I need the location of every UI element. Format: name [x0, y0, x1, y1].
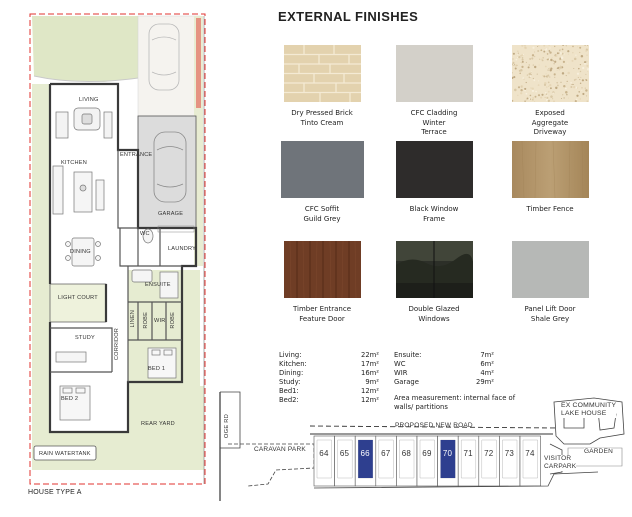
- finishes-title: EXTERNAL FINISHES: [278, 9, 419, 24]
- label-side-road: OGE RD: [224, 414, 230, 439]
- finish-entrance-door: Timber Entrance Feature Door: [267, 240, 377, 324]
- lot-number-label: 72: [484, 449, 494, 458]
- label-community-lake-house: EX COMMUNITY LAKE HOUSE: [561, 402, 617, 418]
- room-label-corridor: CORRIDOR: [114, 328, 120, 361]
- room-label-linen: LINEN: [130, 310, 136, 328]
- area-row: Kitchen:17m²: [279, 360, 379, 368]
- finish-name: Timber Entrance Feature Door: [292, 305, 352, 323]
- label-rain-watertank: RAIN WATERTANK: [39, 451, 91, 457]
- label-visitor-carpark: VISITOR CARPARK: [544, 455, 577, 471]
- finish-name: CFC Cladding Winter Terrace: [410, 109, 458, 136]
- lot-number-label: 64: [319, 449, 329, 458]
- area-row: Ensuite:7m²: [394, 351, 494, 359]
- lot-number-label: 68: [401, 449, 411, 458]
- finish-name: Double Glazed Windows: [408, 305, 460, 323]
- site-map-drawing: [219, 391, 625, 501]
- room-label-study: STUDY: [75, 335, 95, 341]
- finish-timber-fence: Timber Fence: [495, 140, 605, 215]
- living-furniture: [55, 107, 113, 139]
- room-label-robe-2: ROBE: [170, 312, 176, 329]
- room-label-kitchen: KITCHEN: [61, 160, 87, 166]
- driveway: [137, 15, 201, 117]
- swatch-entrance-door: [283, 240, 361, 299]
- beds: [59, 347, 177, 421]
- room-label-ensuite: ENSUITE: [145, 282, 171, 288]
- lot-number-label: 74: [525, 449, 535, 458]
- room-label-wc: WC: [140, 231, 150, 237]
- area-measurement-note: Area measurement: internal face of walls…: [394, 394, 516, 411]
- lot-number-label: 69: [422, 449, 432, 458]
- area-row: Dining:16m²: [279, 369, 379, 377]
- area-row: Bed2:12m²: [279, 396, 379, 404]
- label-garden: GARDEN: [584, 448, 614, 455]
- finish-name: Dry Pressed Brick Tinto Cream: [291, 109, 353, 127]
- room-label-wir: WIR: [154, 318, 166, 324]
- highlighted-lot: [358, 440, 373, 478]
- area-row: Bed1:12m²: [279, 387, 379, 395]
- floor-plan: LIVING KITCHEN ENTRANCE GARAGE DINING WC…: [0, 0, 232, 517]
- floor-plan-drawing: [29, 13, 206, 485]
- car-outline-driveway: [148, 23, 180, 91]
- swatch-window-frame: [395, 141, 473, 198]
- finish-name: Exposed Aggregate Driveway: [531, 109, 569, 136]
- lot-number-label: 73: [504, 449, 514, 458]
- area-row: Living:22m²: [279, 351, 379, 359]
- internal-walls: [50, 150, 182, 382]
- room-label-bed2: BED 2: [61, 396, 79, 402]
- swatch-soffit: [280, 141, 364, 198]
- finish-cladding: CFC Cladding Winter Terrace: [379, 45, 489, 138]
- car-outline-garage: [153, 131, 187, 203]
- light-court: [49, 283, 107, 323]
- finish-aggregate: Exposed Aggregate Driveway: [495, 44, 605, 138]
- room-label-living: LIVING: [79, 97, 99, 103]
- room-label-laundry: LAUNDRY: [168, 246, 197, 252]
- dining-table: [65, 237, 101, 267]
- finish-window-frame: Black Window Frame: [379, 141, 489, 224]
- finish-brick: Dry Pressed Brick Tinto Cream: [267, 45, 377, 128]
- finish-double-glazed: Double Glazed Windows: [379, 241, 489, 324]
- kitchen-bench: [52, 165, 105, 215]
- swatch-timber-fence: [511, 140, 589, 199]
- ensuite-fixtures: [131, 228, 179, 299]
- finish-name: Panel Lift Door Shale Grey: [524, 305, 576, 323]
- finish-name: Timber Fence: [526, 205, 574, 213]
- lot-number-label: 71: [463, 449, 473, 458]
- site-map: OGE RD CARAVAN PARK PROPOSED NEW ROAD EX…: [218, 388, 632, 503]
- finish-panel-lift-door: Panel Lift Door Shale Grey: [495, 241, 605, 324]
- front-lawn: [32, 16, 138, 82]
- room-label-entrance: ENTRANCE: [120, 152, 153, 158]
- swatch-aggregate: [510, 44, 590, 103]
- house-type-label: HOUSE TYPE A: [28, 489, 82, 496]
- finish-name: CFC Soffit Guild Grey: [303, 205, 341, 223]
- swatch-panel-lift-door: [511, 241, 589, 298]
- swatch-double-glazed: [395, 241, 473, 298]
- room-label-garage: GARAGE: [158, 211, 184, 217]
- room-label-rear-yard: REAR YARD: [141, 421, 175, 427]
- finish-soffit: CFC Soffit Guild Grey: [267, 141, 377, 224]
- swatch-cladding: [395, 45, 473, 102]
- lot-number-label: 67: [381, 449, 391, 458]
- study-desk: [55, 351, 87, 363]
- lot-number-label: 66: [360, 449, 370, 458]
- lot-boundary: [29, 13, 206, 485]
- label-caravan-park: CARAVAN PARK: [254, 446, 306, 453]
- room-label-bed1: BED 1: [148, 366, 166, 372]
- room-label-light-court: LIGHT COURT: [58, 295, 98, 301]
- swatch-brick: [283, 45, 361, 102]
- finish-name: Black Window Frame: [409, 205, 459, 223]
- room-label-robe: ROBE: [143, 312, 149, 329]
- rain-watertank: [33, 445, 97, 461]
- lot-number-label: 65: [339, 449, 350, 458]
- highlighted-lot: [440, 440, 456, 478]
- label-proposed-road: PROPOSED NEW ROAD: [395, 422, 473, 429]
- room-label-dining: DINING: [70, 249, 91, 255]
- lot-number-label: 70: [442, 449, 453, 458]
- area-row: Study:9m²: [279, 378, 379, 386]
